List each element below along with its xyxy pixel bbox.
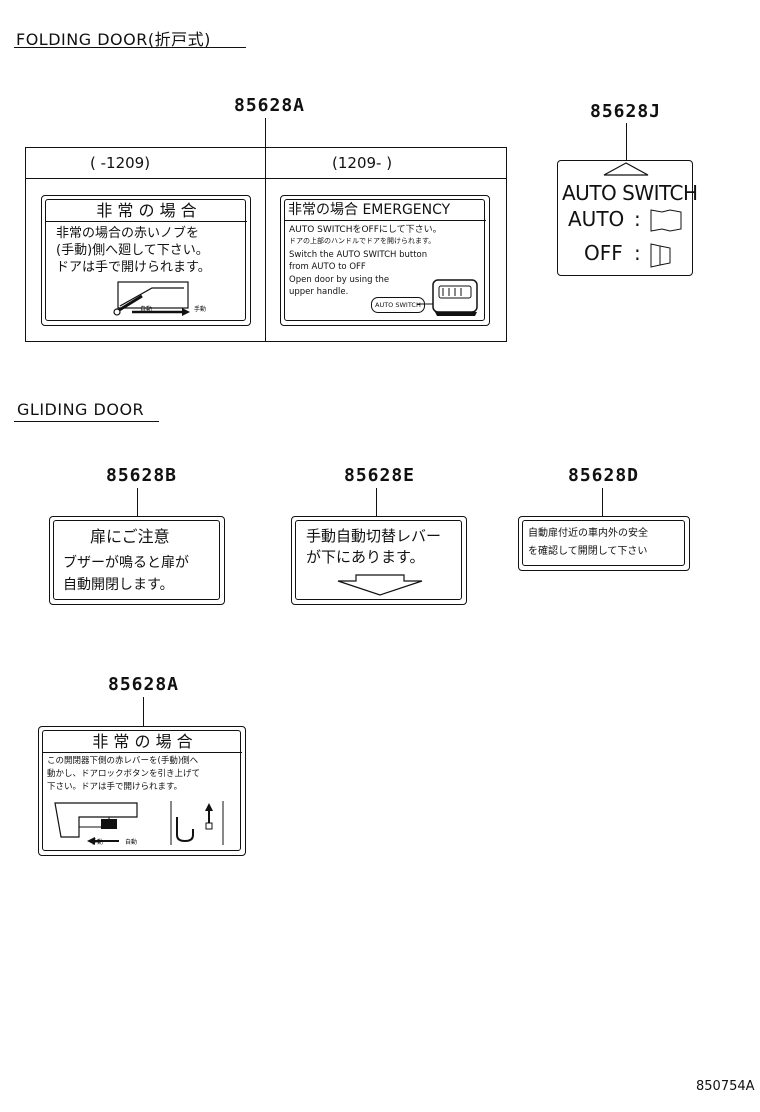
off-door-position-icon [650, 243, 671, 268]
off-colon: : [634, 241, 641, 265]
leader-line-85628a-folding [265, 118, 266, 148]
label-line-1: 自動扉付近の車内外の安全 [528, 528, 648, 539]
auto-switch-title: AUTO SWITCH [562, 181, 698, 205]
label-85628e: 手動自動切替レバー が下にあります。 [291, 516, 467, 605]
table-column-divider [265, 148, 266, 341]
column-head-from-1209: (1209- ) [332, 154, 393, 172]
knob-manual-label: 手動 [194, 306, 207, 313]
arrow-up-icon [603, 162, 649, 176]
arrow-down-icon [337, 574, 423, 596]
label-line-4: from AUTO to OFF [289, 262, 366, 272]
off-label: OFF [584, 241, 623, 265]
label-85628a-old: 非 常 の 場 合 非常の場合の赤いノブを (手動)側へ廻して下さい。 ドアは手… [41, 195, 251, 326]
label-line-2: を確認して開閉して下さい [528, 546, 648, 557]
gliding-door-title: GLIDING DOOR [17, 400, 145, 419]
part-number-85628a-gliding: 85628A [108, 674, 180, 695]
lever-auto-label: 自動 [125, 839, 138, 846]
label-line-2: が下にあります。 [306, 548, 425, 566]
label-line-1: 非常の場合の赤いノブを [56, 226, 200, 241]
auto-colon: : [634, 207, 641, 231]
label-line-2: (手動)側へ廻して下さい。 [56, 243, 209, 258]
part-number-85628e: 85628E [344, 465, 416, 486]
red-lever-illustration-icon [54, 802, 138, 845]
lever-manual-label: 手動 [91, 839, 104, 846]
diagram-code: 850754A [696, 1079, 755, 1094]
part-number-85628a-folding: 85628A [234, 95, 306, 116]
label-line-3: Switch the AUTO SWITCH button [289, 250, 428, 260]
label-85628a-gliding: 非 常 の 場 合 この開閉器下側の赤レバーを(手動)側へ 動かし、ドアロックボ… [38, 726, 246, 856]
label-heading: 非 常 の 場 合 [43, 731, 242, 753]
label-line-1: AUTO SWITCHをOFFにして下さい。 [289, 225, 442, 235]
label-line-2: ドアの上部のハンドルでドアを開けられます。 [289, 237, 436, 245]
label-85628j: AUTO SWITCH AUTO : OFF : [557, 160, 698, 276]
label-line-3: 自動開閉します。 [63, 577, 174, 593]
door-lock-button-illustration-icon [170, 801, 224, 845]
auto-label: AUTO [568, 207, 625, 231]
column-head-until-1209: ( -1209) [90, 154, 151, 172]
label-line-5: Open door by using the [289, 275, 390, 285]
leader-line-85628d [602, 488, 603, 517]
auto-switch-button-illustration: AUTO SWITCH [371, 297, 425, 313]
leader-line-85628b [137, 488, 138, 517]
label-line-1: この開閉器下側の赤レバーを(手動)側へ [47, 756, 199, 766]
label-line-2: ブザーが鳴ると扉が [63, 555, 189, 571]
label-line-1: 手動自動切替レバー [306, 527, 442, 545]
part-number-85628j: 85628J [590, 101, 662, 122]
folding-door-title: FOLDING DOOR(折戸式) [16, 30, 211, 49]
gliding-title-underline [14, 421, 159, 422]
label-85628a-new: 非常の場合 EMERGENCY AUTO SWITCHをOFFにして下さい。 ド… [280, 195, 490, 326]
leader-line-85628e [376, 488, 377, 517]
upper-handle-illustration-icon [417, 279, 478, 316]
folding-title-underline [14, 47, 246, 48]
label-line-3: ドアは手で開けられます。 [56, 260, 211, 275]
auto-door-position-icon [650, 209, 682, 232]
label-line-2: 動かし、ドアロックボタンを引き上げて [47, 769, 201, 779]
leader-line-85628j [626, 123, 627, 161]
label-heading: 非常の場合 EMERGENCY [285, 200, 486, 221]
leader-line-85628a-gliding [143, 697, 144, 727]
label-line-3: 下さい。ドアは手で開けられます。 [47, 782, 183, 792]
part-number-85628d: 85628D [568, 465, 640, 486]
door-knob-illustration-icon [113, 281, 190, 316]
knob-auto-label: 自動 [140, 306, 153, 313]
table-header-divider [26, 178, 506, 179]
label-line-6: upper handle. [289, 287, 349, 297]
folding-label-table: ( -1209) (1209- ) [25, 147, 507, 342]
label-85628d: 自動扉付近の車内外の安全 を確認して開閉して下さい [518, 516, 690, 571]
label-line-1: 扉にご注意 [90, 527, 170, 546]
part-number-85628b: 85628B [106, 465, 178, 486]
label-heading: 非 常 の 場 合 [46, 200, 247, 222]
label-85628b: 扉にご注意 ブザーが鳴ると扉が 自動開閉します。 [49, 516, 225, 605]
